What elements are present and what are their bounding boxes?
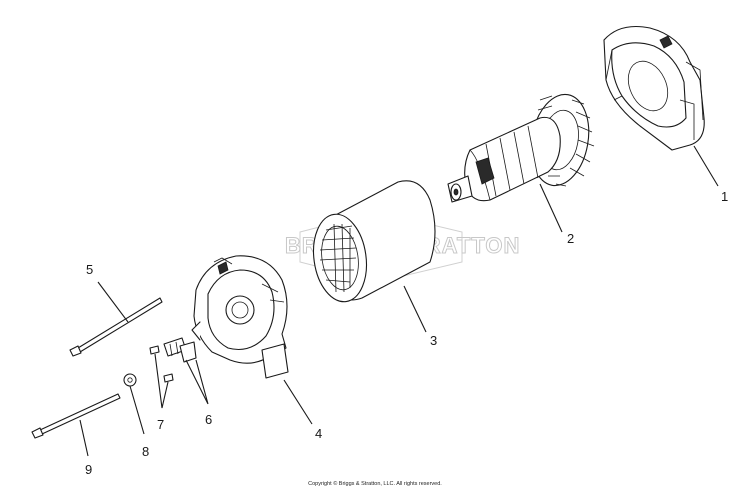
leader-7	[154, 353, 169, 409]
callout-4: 4	[315, 426, 322, 441]
bolt-part-9	[31, 393, 121, 439]
leader-6	[185, 359, 209, 405]
leader-2	[539, 183, 563, 233]
rear-housing-part-1	[603, 25, 705, 151]
leader-lines	[79, 145, 719, 457]
callout-5: 5	[86, 262, 93, 277]
callout-1: 1	[721, 189, 728, 204]
leader-3	[403, 285, 427, 333]
callout-7: 7	[157, 417, 164, 432]
callout-6: 6	[205, 412, 212, 427]
callout-2: 2	[567, 231, 574, 246]
through-bolt-part-5	[69, 297, 163, 357]
callout-3: 3	[430, 333, 437, 348]
stator-part-3	[312, 180, 436, 303]
callout-8: 8	[142, 444, 149, 459]
copyright-notice: Copyright © Briggs & Stratton, LLC. All …	[308, 481, 442, 487]
leader-4	[283, 379, 313, 425]
leader-8	[129, 385, 145, 435]
leader-9	[79, 419, 89, 457]
callout-labels: 1 2 3 4 5 6 7 8 9	[85, 189, 728, 477]
screw-upper-part-7	[149, 345, 160, 355]
screw-lower-part-7	[163, 373, 174, 383]
brush-holder-part-6	[163, 337, 197, 363]
leader-5	[97, 281, 129, 323]
front-bracket-part-4	[191, 255, 289, 379]
leader-1	[693, 145, 719, 187]
rotor-part-2	[447, 93, 595, 203]
callout-9: 9	[85, 462, 92, 477]
washer-part-8	[123, 373, 137, 387]
